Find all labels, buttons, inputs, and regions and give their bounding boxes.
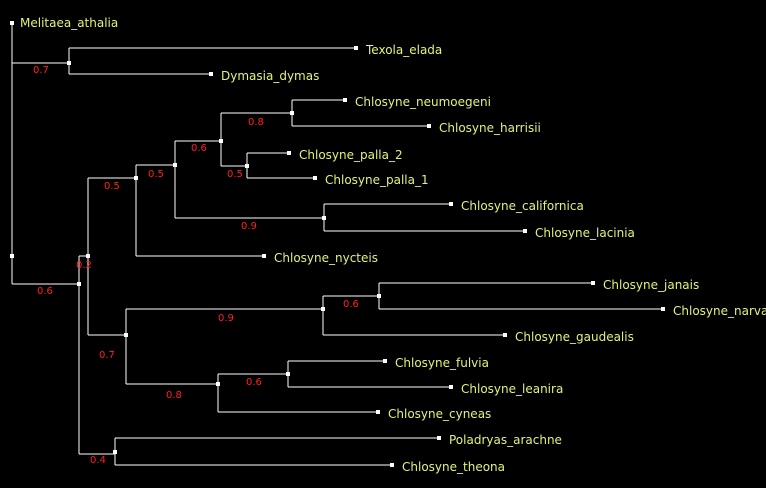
- support-neumoegeni-harrisii: 0.8: [248, 117, 264, 128]
- support-neumoegeni-palla: 0.6: [191, 143, 207, 154]
- leaf-marker: [354, 46, 358, 50]
- leaf-marker: [10, 21, 14, 25]
- node-marker: [124, 333, 128, 337]
- leaf-marker: [343, 98, 347, 102]
- leaf-label-chlosyne-palla-1: Chlosyne_palla_1: [325, 173, 429, 187]
- branch-node-218: [217, 373, 378, 413]
- node-marker: [86, 254, 90, 258]
- support-values: 0.7 0.8 0.6 0.5 0.5 0.5 0.9 0.2 0.6 0.6 …: [33, 65, 359, 466]
- leaf-marker: [390, 463, 394, 467]
- leaf-label-dymasia-dymas: Dymasia_dymas: [221, 69, 319, 83]
- support-root-split: 0.6: [37, 286, 53, 297]
- branch-node-88: [87, 177, 136, 336]
- node-markers: [10, 61, 381, 454]
- leaf-label-chlosyne-gaudealis: Chlosyne_gaudealis: [515, 330, 634, 344]
- leaf-marker: [523, 229, 527, 233]
- leaf-marker: [503, 333, 507, 337]
- support-fulvia-cyneas: 0.8: [166, 390, 182, 401]
- leaf-marker: [209, 72, 213, 76]
- support-fulvia-leanira: 0.6: [246, 377, 262, 388]
- leaf-label-chlosyne-leanira: Chlosyne_leanira: [461, 382, 563, 396]
- node-marker: [322, 216, 326, 220]
- node-marker: [245, 164, 249, 168]
- node-marker: [10, 254, 14, 258]
- support-janais-narva: 0.6: [343, 299, 359, 310]
- support-janais-gaudealis: 0.9: [218, 313, 234, 324]
- support-texola-dymasia: 0.7: [33, 65, 49, 76]
- leaf-marker: [287, 151, 291, 155]
- node-marker: [290, 111, 294, 115]
- node-marker: [173, 163, 177, 167]
- branch-root: [11, 62, 79, 285]
- leaf-label-poladryas-arachne: Poladryas_arachne: [449, 433, 562, 447]
- node-marker: [67, 61, 71, 65]
- node-marker: [377, 294, 381, 298]
- leaf-label-texola-elada: Texola_elada: [365, 43, 442, 57]
- leaf-label-chlosyne-narva: Chlosyne_narva: [673, 304, 766, 318]
- leaf-label-chlosyne-janais: Chlosyne_janais: [603, 278, 699, 292]
- leaf-marker: [449, 202, 453, 206]
- branch-node-115: [114, 437, 439, 466]
- support-core-clade: 0.5: [104, 181, 120, 192]
- leaf-label-melitaea-athalia: Melitaea_athalia: [20, 16, 118, 30]
- leaf-marker: [262, 254, 266, 258]
- leaf-label-chlosyne-theona: Chlosyne_theona: [402, 460, 505, 474]
- leaf-label-chlosyne-neumoegeni: Chlosyne_neumoegeni: [355, 95, 491, 109]
- support-ingroup: 0.2: [76, 260, 92, 271]
- node-marker: [286, 372, 290, 376]
- node-marker: [216, 382, 220, 386]
- node-marker: [113, 450, 117, 454]
- leaf-markers: [10, 21, 665, 467]
- leaf-label-chlosyne-californica: Chlosyne_californica: [461, 199, 584, 213]
- support-nycteis-group: 0.5: [148, 169, 164, 180]
- leaf-labels: Melitaea_athalia Texola_elada Dymasia_dy…: [20, 16, 766, 474]
- support-janais-fulvia: 0.7: [99, 350, 115, 361]
- branches: [11, 23, 663, 466]
- branch-node-136: [135, 164, 264, 257]
- node-marker: [77, 282, 81, 286]
- leaf-label-chlosyne-cyneas: Chlosyne_cyneas: [388, 407, 491, 421]
- leaf-label-chlosyne-palla-2: Chlosyne_palla_2: [299, 148, 403, 162]
- branch-node-323: [322, 295, 505, 336]
- leaf-label-chlosyne-nycteis: Chlosyne_nycteis: [274, 251, 378, 265]
- support-californica-lacinia: 0.9: [241, 221, 257, 232]
- support-palla-pair: 0.5: [227, 169, 243, 180]
- branch-node-126: [125, 308, 323, 385]
- leaf-marker: [661, 307, 665, 311]
- leaf-marker: [591, 281, 595, 285]
- node-marker: [321, 307, 325, 311]
- leaf-marker: [437, 436, 441, 440]
- leaf-marker: [313, 176, 317, 180]
- leaf-marker: [376, 410, 380, 414]
- branch-node-175: [174, 140, 324, 219]
- leaf-marker: [449, 385, 453, 389]
- leaf-label-chlosyne-harrisii: Chlosyne_harrisii: [439, 121, 541, 135]
- leaf-marker: [383, 359, 387, 363]
- leaf-marker: [427, 124, 431, 128]
- node-marker: [134, 176, 138, 180]
- leaf-label-chlosyne-fulvia: Chlosyne_fulvia: [395, 356, 489, 370]
- support-poladryas-theona: 0.4: [90, 455, 106, 466]
- leaf-label-chlosyne-lacinia: Chlosyne_lacinia: [535, 226, 635, 240]
- node-marker: [219, 139, 223, 143]
